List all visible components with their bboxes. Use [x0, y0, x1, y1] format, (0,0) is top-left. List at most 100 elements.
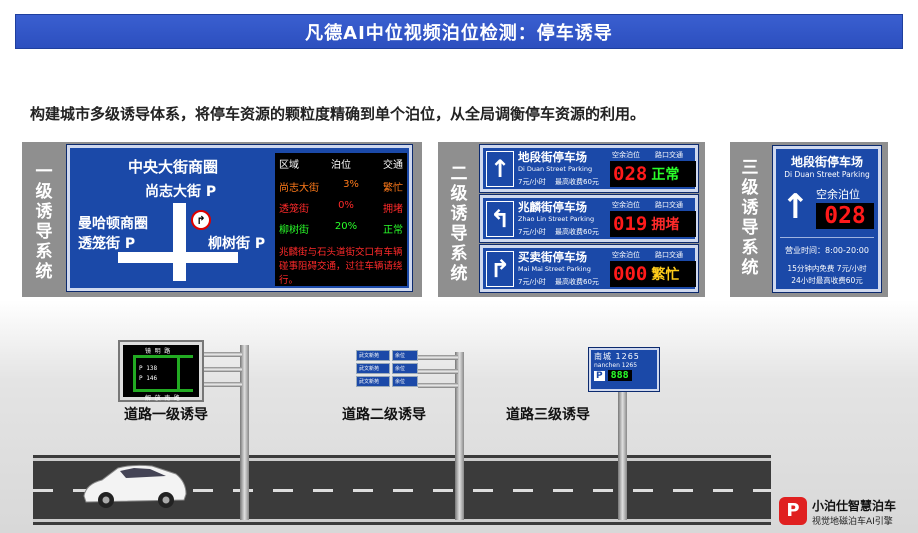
vlabel-char: 诱 — [450, 204, 468, 224]
road-label-3: 道路三级诱导 — [506, 407, 590, 423]
place-left: 曼哈顿商圈 — [78, 216, 148, 232]
mini2-row: 武文新苑余位 — [356, 376, 420, 387]
vlabel-char: 级 — [741, 178, 759, 198]
no-right-turn-icon: ↱ — [191, 210, 211, 230]
mini1-mid1: P 138 — [139, 365, 158, 372]
vlabel-char: 统 — [450, 264, 468, 284]
up-arrow-icon: ↑ — [781, 187, 810, 227]
l2-count: 000 — [613, 263, 648, 285]
page-title: 凡德AI中位视频泊位检测：停车诱导 — [15, 14, 903, 49]
table-cell-traffic: 繁忙 — [383, 183, 403, 194]
table-row: 尚志大街 3% 繁忙 — [279, 179, 403, 194]
table-header: 区域 — [279, 160, 299, 171]
mini2-tag: 余位 — [392, 363, 418, 374]
vlabel-char: 统 — [741, 258, 759, 278]
vlabel-char: 系 — [35, 242, 53, 262]
sign-pole — [455, 352, 464, 520]
l2-price: 7元/小时 — [518, 178, 546, 186]
table-header: 交通 — [383, 160, 403, 171]
sign-arm — [418, 383, 458, 388]
l3-spots-label: 空余泊位 — [816, 188, 860, 201]
brand-name: 小泊仕智慧泊车 — [812, 499, 897, 513]
level3-board: 地段街停车场 Di Duan Street Parking ↑ 空余泊位 028… — [772, 145, 882, 293]
mini2-name: 武文新苑 — [356, 350, 390, 361]
mini2-tag: 余位 — [392, 376, 418, 387]
sign-arm — [418, 369, 458, 374]
table-cell-traffic: 拥堵 — [383, 204, 403, 215]
sign-arm — [202, 367, 242, 372]
mini1-mid2: P 146 — [139, 375, 158, 382]
table-cell-spots: 20% — [334, 221, 358, 232]
mini3-en: nanchen 1265 — [594, 362, 638, 369]
l2-max: 最高收费60元 — [555, 178, 599, 186]
lane-line — [33, 458, 771, 461]
l2-max: 最高收费60元 — [555, 228, 599, 236]
road-sign-level3: 南城 1265 nanchen 1265 P 888 — [588, 347, 660, 392]
table-header: 泊位 — [331, 160, 351, 171]
sign-arm — [202, 382, 242, 387]
level1-panel: 一 级 诱 导 系 统 中央大街商圈 尚志大街 P 曼哈顿商圈 透笼街 P 柳树… — [22, 142, 422, 297]
vlabel-char: 级 — [450, 184, 468, 204]
mini-road-shape — [133, 389, 193, 392]
l3-en: Di Duan Street Parking — [784, 170, 870, 179]
table-cell-area: 透笼街 — [279, 204, 309, 215]
street-right: 柳树街 P — [208, 236, 266, 252]
mini2-name: 武文新苑 — [356, 363, 390, 374]
left-arrow-icon: ↰ — [486, 201, 514, 237]
car-image — [83, 464, 187, 508]
l2-count: 019 — [613, 213, 648, 235]
road-label-2: 道路二级诱导 — [342, 407, 426, 423]
l3-max: 24小时最高收费60元 — [791, 276, 863, 285]
l2-name: 兆麟街停车场 — [518, 200, 587, 214]
road-label-1: 道路一级诱导 — [124, 407, 208, 423]
l2-en: Mai Mai Street Parking — [518, 265, 591, 273]
vlabel-char: 二 — [450, 164, 468, 184]
l2-name: 地段街停车场 — [518, 150, 587, 164]
brand-logo-icon: P — [779, 497, 807, 525]
table-cell-spots: 3% — [343, 179, 359, 190]
parking-p-icon: P — [594, 370, 605, 381]
table-row: 透笼街 0% 拥堵 — [279, 200, 403, 215]
table-cell-spots: 0% — [338, 200, 354, 211]
l2-price: 7元/小时 — [518, 228, 546, 236]
vlabel-char: 诱 — [35, 202, 53, 222]
mini-road-shape — [133, 355, 136, 391]
mini1-bottom: 解 放 南 路 — [145, 395, 180, 402]
level1-board: 中央大街商圈 尚志大街 P 曼哈顿商圈 透笼街 P 柳树街 P ↱ 区域 泊位 … — [66, 144, 413, 292]
sign-arm — [202, 352, 242, 357]
l2-header-spots: 空余泊位 — [612, 251, 640, 259]
divider — [780, 237, 874, 238]
place-top: 中央大街商圈 — [128, 158, 219, 176]
road-horizontal-shape — [118, 252, 238, 263]
l3-count: 028 — [816, 203, 874, 229]
l2-en: Zhao Lin Street Parking — [518, 215, 595, 223]
l2-header-spots: 空余泊位 — [612, 201, 640, 209]
road-sign-level1: 镜 明 路 P 138 P 146 解 放 南 路 — [118, 340, 204, 402]
vlabel-char: 诱 — [741, 198, 759, 218]
l2-count: 028 — [613, 163, 648, 185]
sign-pole — [240, 345, 249, 520]
sign-pole — [618, 390, 627, 520]
vlabel-char: 一 — [35, 162, 53, 182]
l2-name: 买卖街停车场 — [518, 250, 587, 264]
lane-dash — [33, 489, 771, 492]
table-cell-traffic: 正常 — [382, 225, 403, 236]
mini1-top: 镜 明 路 — [145, 348, 171, 355]
vlabel-char: 导 — [741, 218, 759, 238]
mini2-row: 武文新苑余位 — [356, 363, 420, 374]
vlabel-char: 导 — [450, 224, 468, 244]
l2-status: 拥堵 — [651, 217, 680, 233]
table-cell-area: 尚志大街 — [279, 183, 319, 194]
l2-header-traffic: 路口交通 — [655, 201, 683, 209]
page-subtitle: 构建城市多级诱导体系，将停车资源的颗粒度精确到单个泊位，从全局调衡停车资源的利用… — [30, 105, 646, 123]
l2-max: 最高收费60元 — [555, 278, 599, 286]
level3-panel: 三 级 诱 导 系 统 地段街停车场 Di Duan Street Parkin… — [730, 142, 888, 297]
brand-slogan: 视觉地磁泊车AI引擎 — [812, 517, 893, 527]
